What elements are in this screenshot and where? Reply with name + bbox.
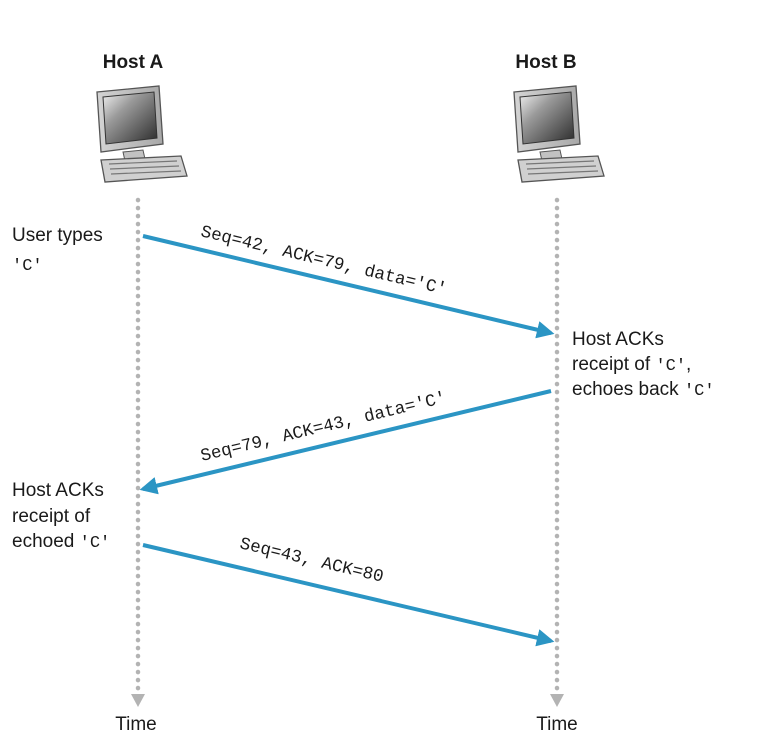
host-b-time-label: Time (536, 714, 578, 735)
host-b-computer-icon (513, 85, 605, 183)
message-1-arrow (142, 234, 555, 339)
host-a-ack-annotation: Host ACKs receipt of echoed 'C' (12, 480, 110, 553)
message-1-label: Seq=42, ACK=79, data='C' (199, 222, 449, 300)
message-3-label: Seq=43, ACK=80 (238, 534, 386, 587)
message-3-arrow (142, 543, 555, 647)
host-b-ack-annotation: Host ACKs receipt of 'C', echoes back 'C… (572, 329, 715, 401)
host-a-time-arrowhead (131, 694, 145, 707)
host-a-ack-line3: echoed 'C' (12, 531, 110, 553)
host-b-time-arrowhead (550, 694, 564, 707)
user-types-line1: User types (12, 225, 103, 246)
message-2-arrow (139, 389, 552, 495)
user-types-annotation: User types 'C' (12, 225, 103, 276)
host-a-computer-icon (96, 85, 188, 183)
host-a-ack-line2: receipt of (12, 506, 91, 527)
host-a-time-label: Time (115, 714, 157, 735)
host-a-ack-line1: Host ACKs (12, 480, 104, 501)
host-b-title: Host B (515, 52, 576, 73)
message-2-label: Seq=79, ACK=43, data='C' (199, 389, 449, 467)
host-b-ack-line3: echoes back 'C' (572, 379, 715, 401)
host-b-ack-line1: Host ACKs (572, 329, 664, 350)
host-b-ack-line2: receipt of 'C', (572, 354, 691, 376)
user-types-code: 'C' (12, 257, 43, 276)
host-a-title: Host A (103, 52, 164, 73)
